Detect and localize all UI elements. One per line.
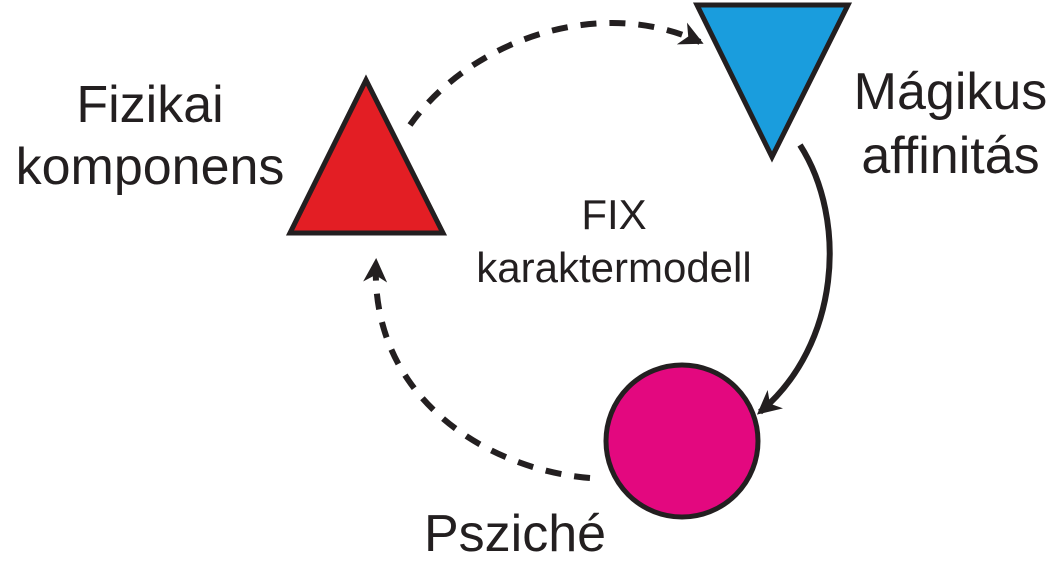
center-title: FIX karaktermodell [420, 188, 808, 294]
edge-fizikai-to-magikus [407, 20, 704, 127]
psziche-label: Psziché [423, 505, 607, 563]
edge-magikus-to-psziche [756, 143, 833, 415]
edge-psziche-to-fizikai [363, 258, 591, 481]
fizikai-label-line2: komponens [15, 138, 285, 196]
psziche-circle-shape [603, 362, 761, 520]
fizikai-komponens-label: Fizikai komponens [0, 74, 300, 198]
center-title-line2: karaktermodell [476, 244, 752, 291]
center-title-line1: FIX [581, 191, 647, 238]
fizikai-triangle-shape [285, 74, 448, 236]
magikus-label-line1: Mágikus [853, 63, 1048, 121]
magikus-triangle-shape [692, 2, 853, 163]
magikus-affinitas-label: Mágikus affinitás [838, 60, 1063, 188]
magikus-label-line2: affinitás [861, 127, 1040, 185]
fizikai-label-line1: Fizikai [76, 76, 224, 134]
